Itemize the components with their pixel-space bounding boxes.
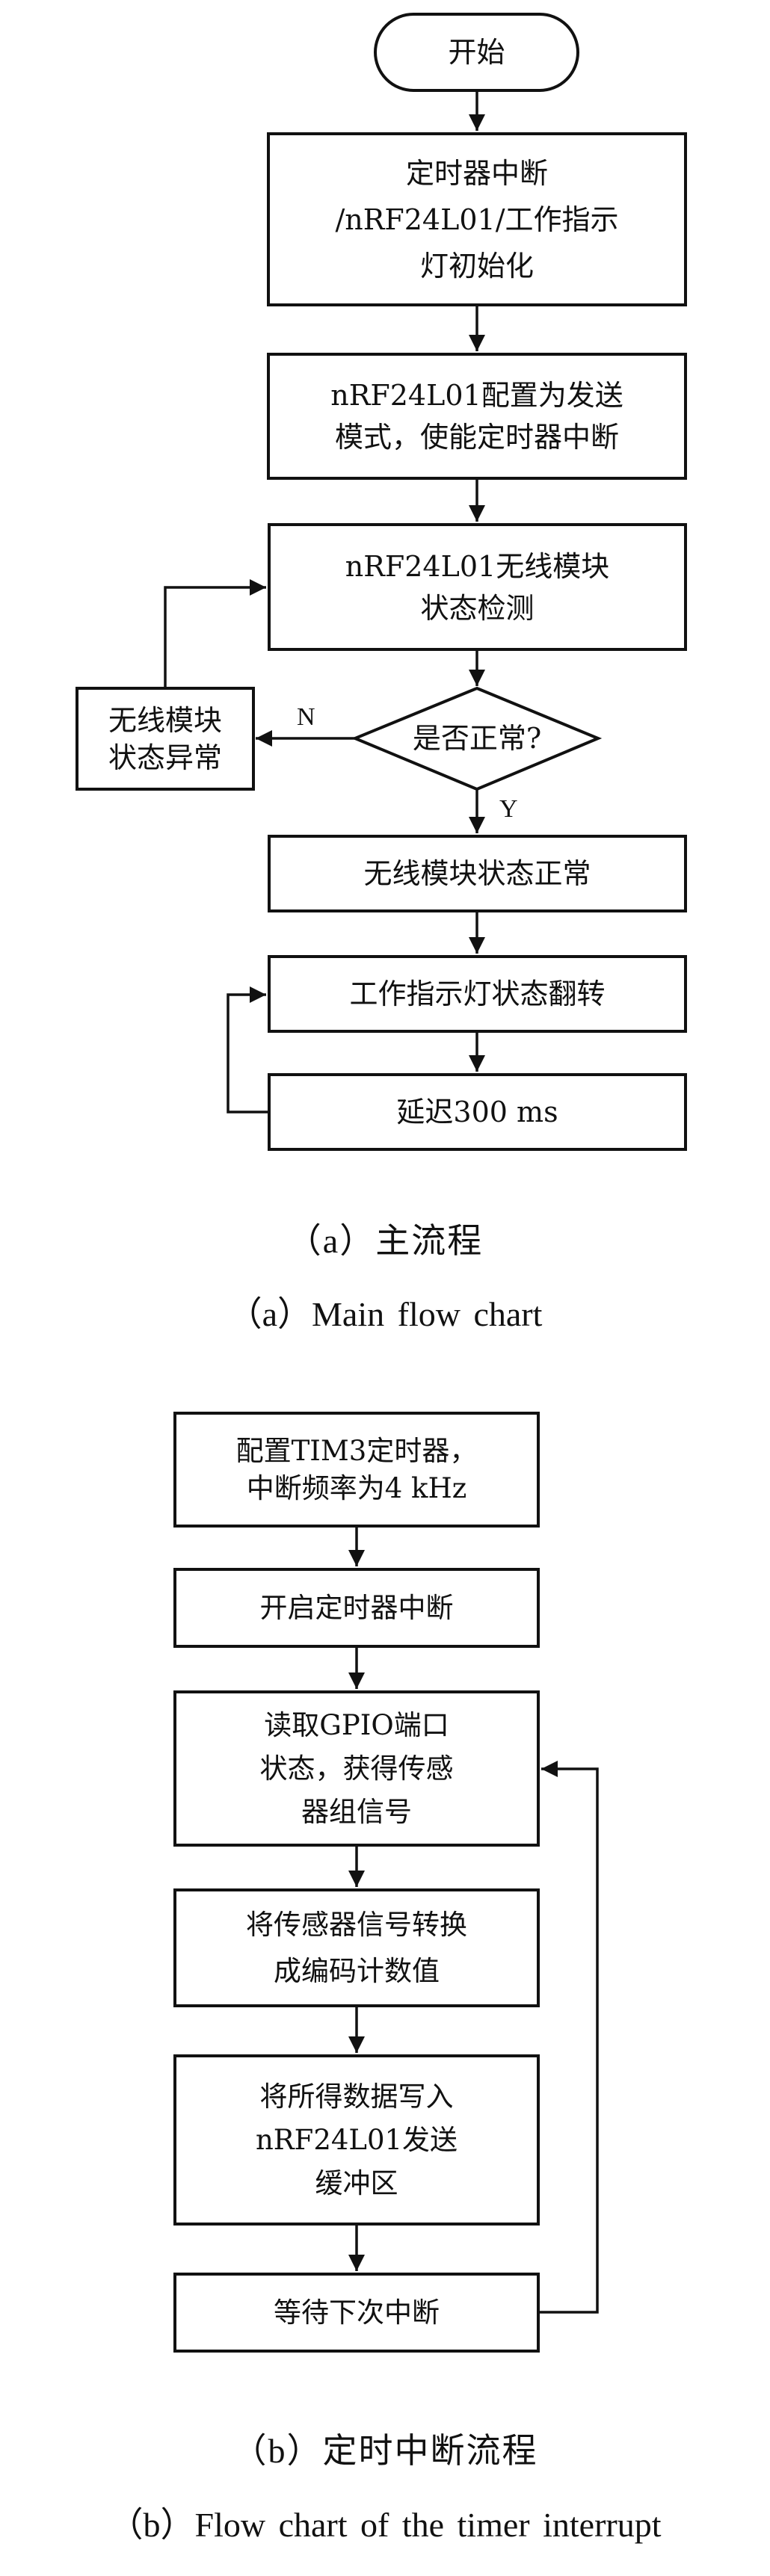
- edge-wait-loop: [539, 1761, 599, 2314]
- node-text: 无线模块状态正常: [363, 857, 591, 890]
- wait-irq-box: 等待下次中断: [173, 2273, 540, 2353]
- edge-abnormal-retry: [164, 579, 266, 687]
- led-toggle-box: 工作指示灯状态翻转: [268, 955, 687, 1033]
- normal-box: 无线模块状态正常: [268, 835, 687, 912]
- node-text: 器组信号: [301, 1795, 412, 1828]
- caption-b-zh: （b）定时中断流程: [232, 2432, 538, 2470]
- node-text: 灯初始化: [419, 249, 534, 282]
- node-text: 将所得数据写入: [259, 2080, 454, 2113]
- node-text: 模式，使能定时器中断: [334, 421, 619, 454]
- decision-diamond: [351, 686, 603, 791]
- abnormal-box: 无线模块 状态异常: [76, 687, 255, 791]
- node-text: 将传感器信号转换: [246, 1908, 467, 1941]
- node-text: 无线模块: [108, 703, 222, 737]
- delay-box: 延迟300 ms: [268, 1073, 687, 1151]
- caption-b-en: （b）Flow chart of the timer interrupt: [108, 2506, 662, 2544]
- node-text: 状态异常: [108, 741, 222, 774]
- node-text: 开启定时器中断: [259, 1591, 454, 1624]
- init-process-box: 定时器中断 /nRF24L01/工作指示 灯初始化: [267, 132, 687, 306]
- caption-a-en: （a）Main flow chart: [227, 1295, 543, 1333]
- node-text: 缓冲区: [315, 2166, 398, 2199]
- enable-irq-box: 开启定时器中断: [173, 1568, 540, 1648]
- decision-label: 是否正常?: [374, 722, 580, 755]
- node-text: 延迟300 ms: [396, 1096, 558, 1128]
- node-text: 状态，获得传感: [259, 1752, 454, 1785]
- node-text: nRF24L01配置为发送: [330, 379, 623, 412]
- node-text: 状态检测: [420, 591, 535, 625]
- read-gpio-box: 读取GPIO端口 状态，获得传感 器组信号: [173, 1690, 540, 1847]
- config-timer-box: 配置TIM3定时器， 中断频率为4 kHz: [173, 1412, 540, 1528]
- convert-box: 将传感器信号转换 成编码计数值: [173, 1888, 540, 2007]
- node-text: 开始: [448, 36, 505, 69]
- caption-a-zh: （a）主流程: [286, 1222, 484, 1260]
- node-text: /nRF24L01/工作指示: [335, 203, 619, 236]
- config-tx-box: nRF24L01配置为发送 模式，使能定时器中断: [267, 353, 687, 480]
- node-text: 定时器中断: [405, 156, 548, 190]
- edge-label-no: N: [297, 703, 315, 731]
- start-terminal: 开始: [374, 13, 579, 92]
- edge-delay-loop: [227, 986, 268, 1114]
- node-text: 中断频率为4 kHz: [246, 1471, 467, 1504]
- node-text: 配置TIM3定时器，: [235, 1434, 478, 1467]
- node-text: 等待下次中断: [274, 2296, 440, 2329]
- write-buffer-box: 将所得数据写入 nRF24L01发送 缓冲区: [173, 2054, 540, 2226]
- node-text: nRF24L01发送: [255, 2123, 458, 2156]
- edge-label-yes: Y: [499, 795, 518, 823]
- node-text: 工作指示灯状态翻转: [349, 977, 606, 1010]
- node-text: nRF24L01无线模块: [345, 549, 610, 583]
- node-text: 读取GPIO端口: [264, 1708, 449, 1741]
- node-text: 成编码计数值: [274, 1954, 440, 1987]
- status-check-box: nRF24L01无线模块 状态检测: [268, 523, 687, 651]
- node-text: 是否正常?: [412, 722, 542, 755]
